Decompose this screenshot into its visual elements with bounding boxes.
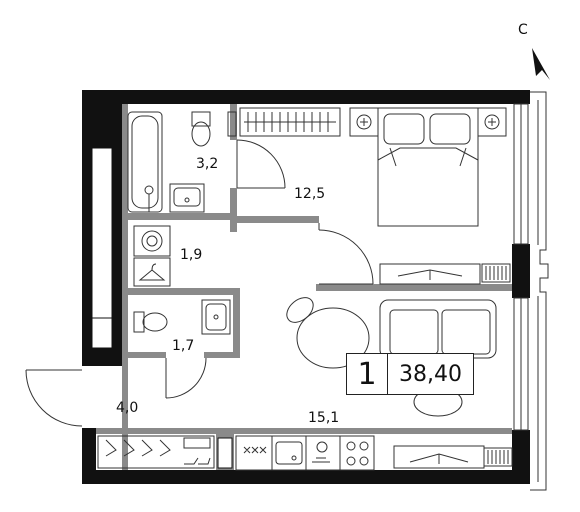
sink-icon-bathroom: [169, 183, 205, 213]
room-area-laundry: 1,9: [180, 247, 203, 263]
left-window: [91, 147, 113, 349]
toilet-icon: [133, 311, 168, 333]
sofa: [379, 299, 497, 359]
tv-stand-bedroom: [379, 263, 481, 285]
toilet-icon-bathroom: [191, 111, 211, 147]
doors: [25, 139, 374, 427]
radiator-living: [483, 447, 513, 467]
apartment-badge: 1 38,40: [346, 353, 474, 395]
north-arrow-icon: [532, 48, 550, 80]
nightstand-lamp-icon: [349, 107, 507, 137]
room-area-bedroom: 12,5: [294, 186, 326, 202]
room-area-hallway: 4,0: [116, 400, 139, 416]
total-area: 38,40: [399, 361, 462, 387]
room-area-living-kitchen: 15,1: [308, 410, 340, 426]
kitchen-counter: [235, 435, 375, 471]
double-bed: [377, 107, 479, 227]
radiator: [481, 263, 511, 283]
tv-stand-living: [393, 445, 485, 469]
compass-letter: С: [518, 22, 528, 38]
bathtub: [127, 111, 163, 213]
washing-machine-icon: [133, 225, 171, 257]
right-windows: [513, 91, 549, 491]
room-area-toilet: 1,7: [172, 338, 195, 354]
wardrobe: [239, 107, 341, 137]
hallway-wardrobe: [97, 435, 215, 469]
radiator-bedroom: [227, 111, 237, 137]
room-area-bathroom: 3,2: [196, 156, 219, 172]
room-count: 1: [347, 354, 388, 394]
sink-icon-toilet: [201, 299, 231, 335]
hanger-icon: [133, 257, 171, 287]
